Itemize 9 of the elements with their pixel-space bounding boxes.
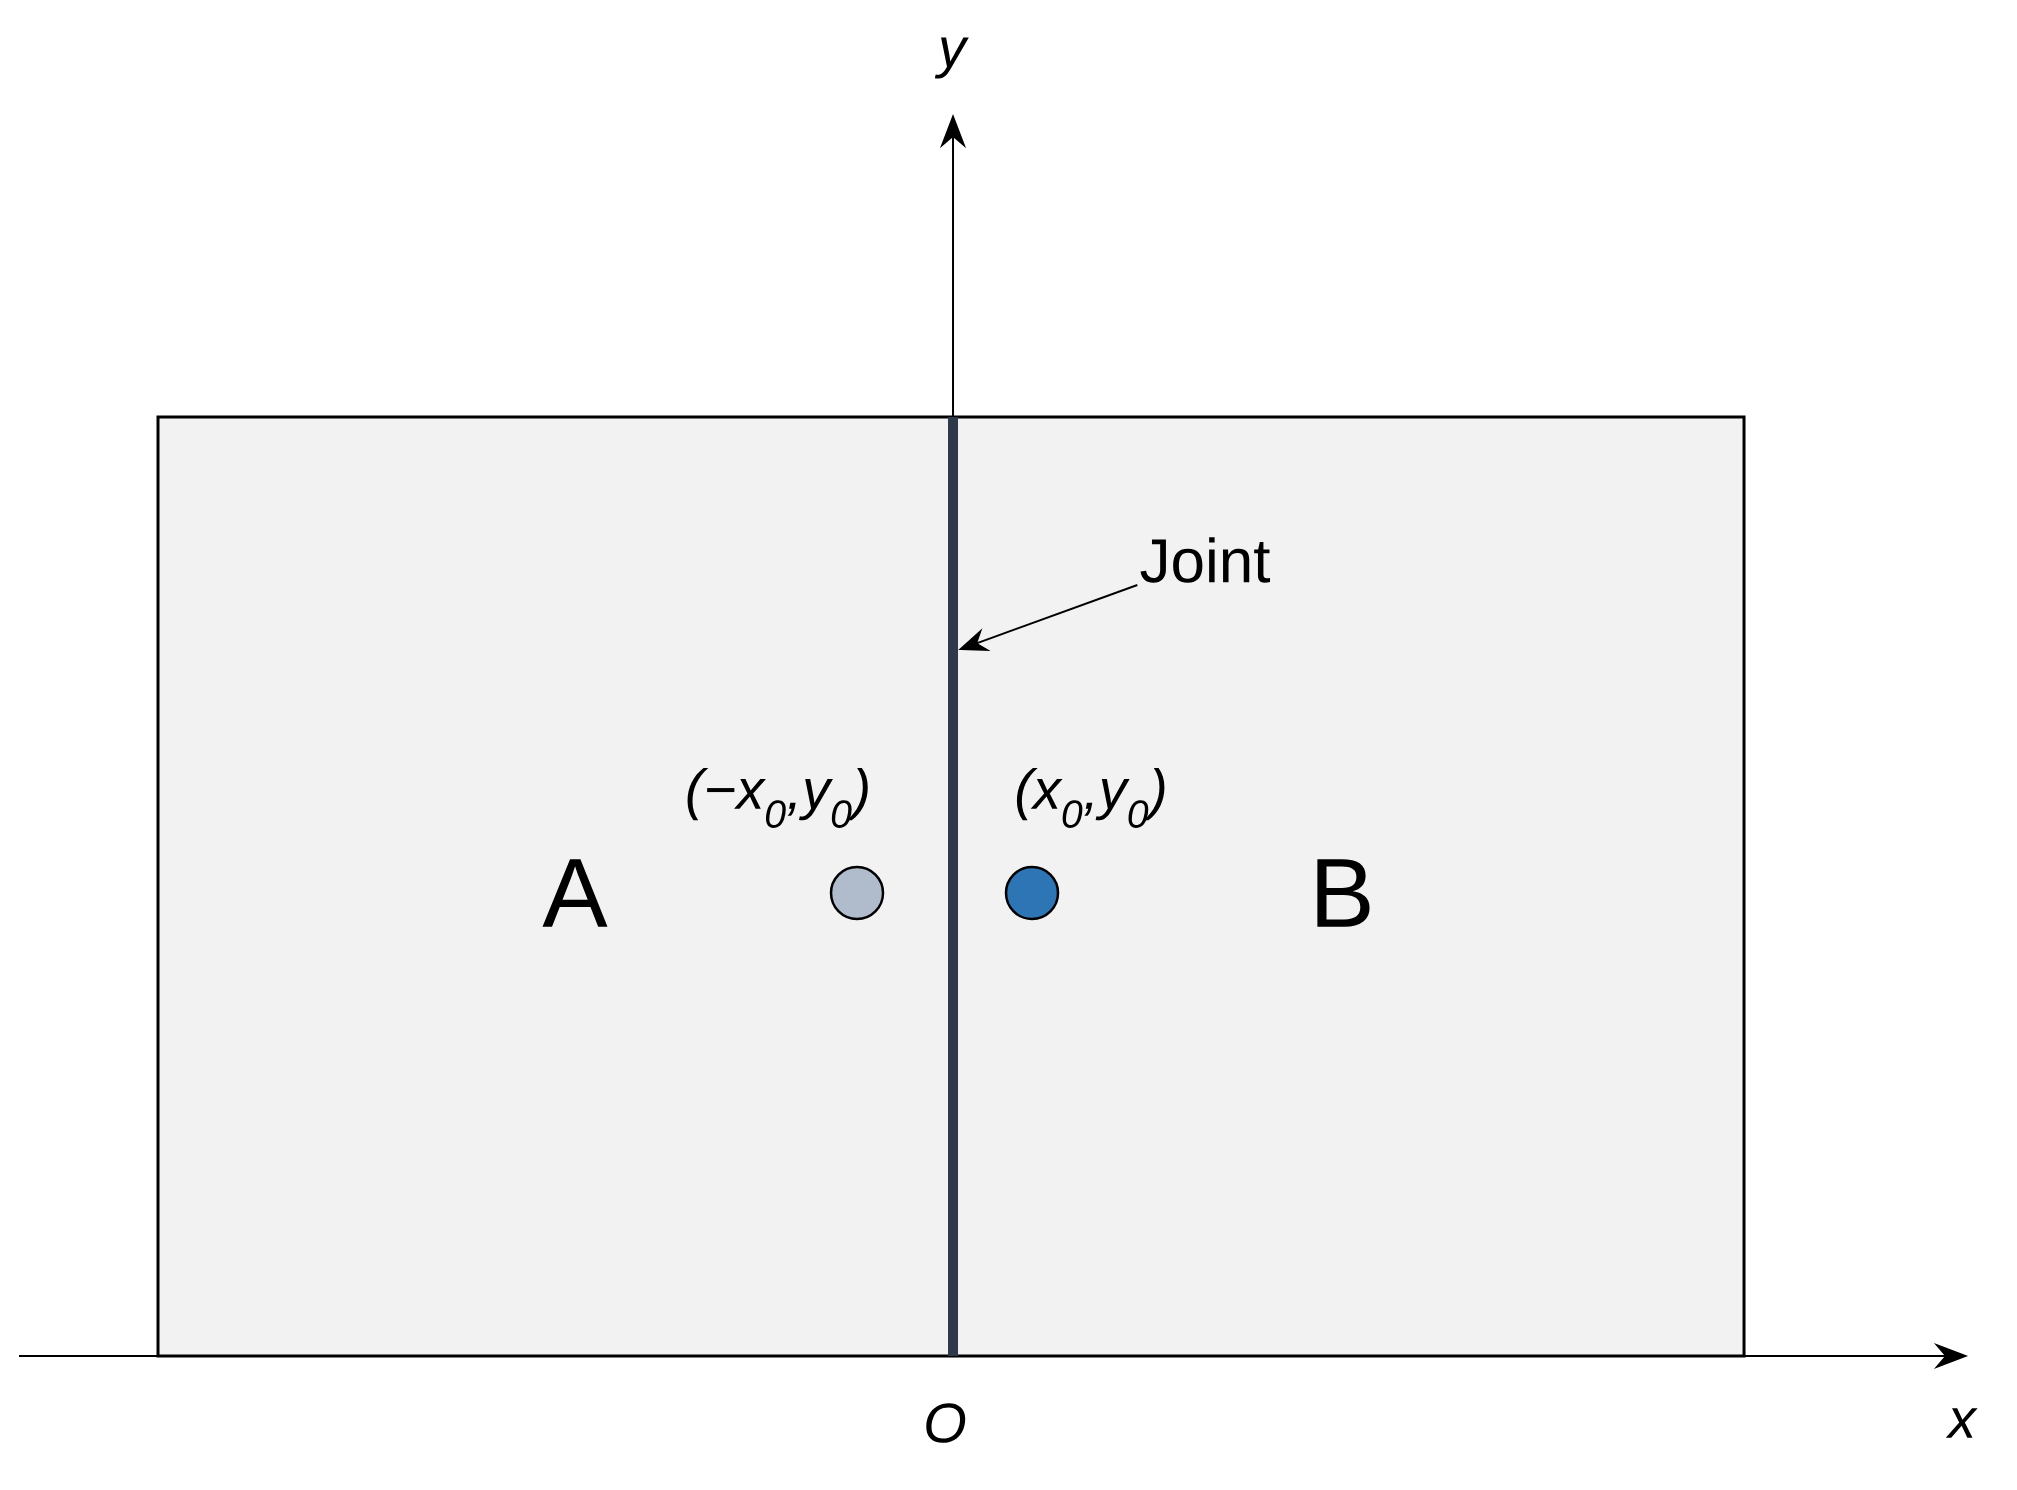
point-marker — [1004, 865, 1060, 921]
axis-label: y — [934, 37, 969, 79]
joint-label: Joint — [1140, 537, 1270, 583]
axis-label: x — [1945, 1408, 1978, 1438]
region-label: A — [542, 859, 608, 927]
coordinate-label: (x$_{0}$,y$_{0}$) — [1016, 768, 1165, 828]
region-label: B — [1317, 859, 1370, 927]
point-marker — [829, 865, 885, 921]
coordinate-label: (−x$_{0}$,y$_{0}$) — [687, 768, 868, 828]
